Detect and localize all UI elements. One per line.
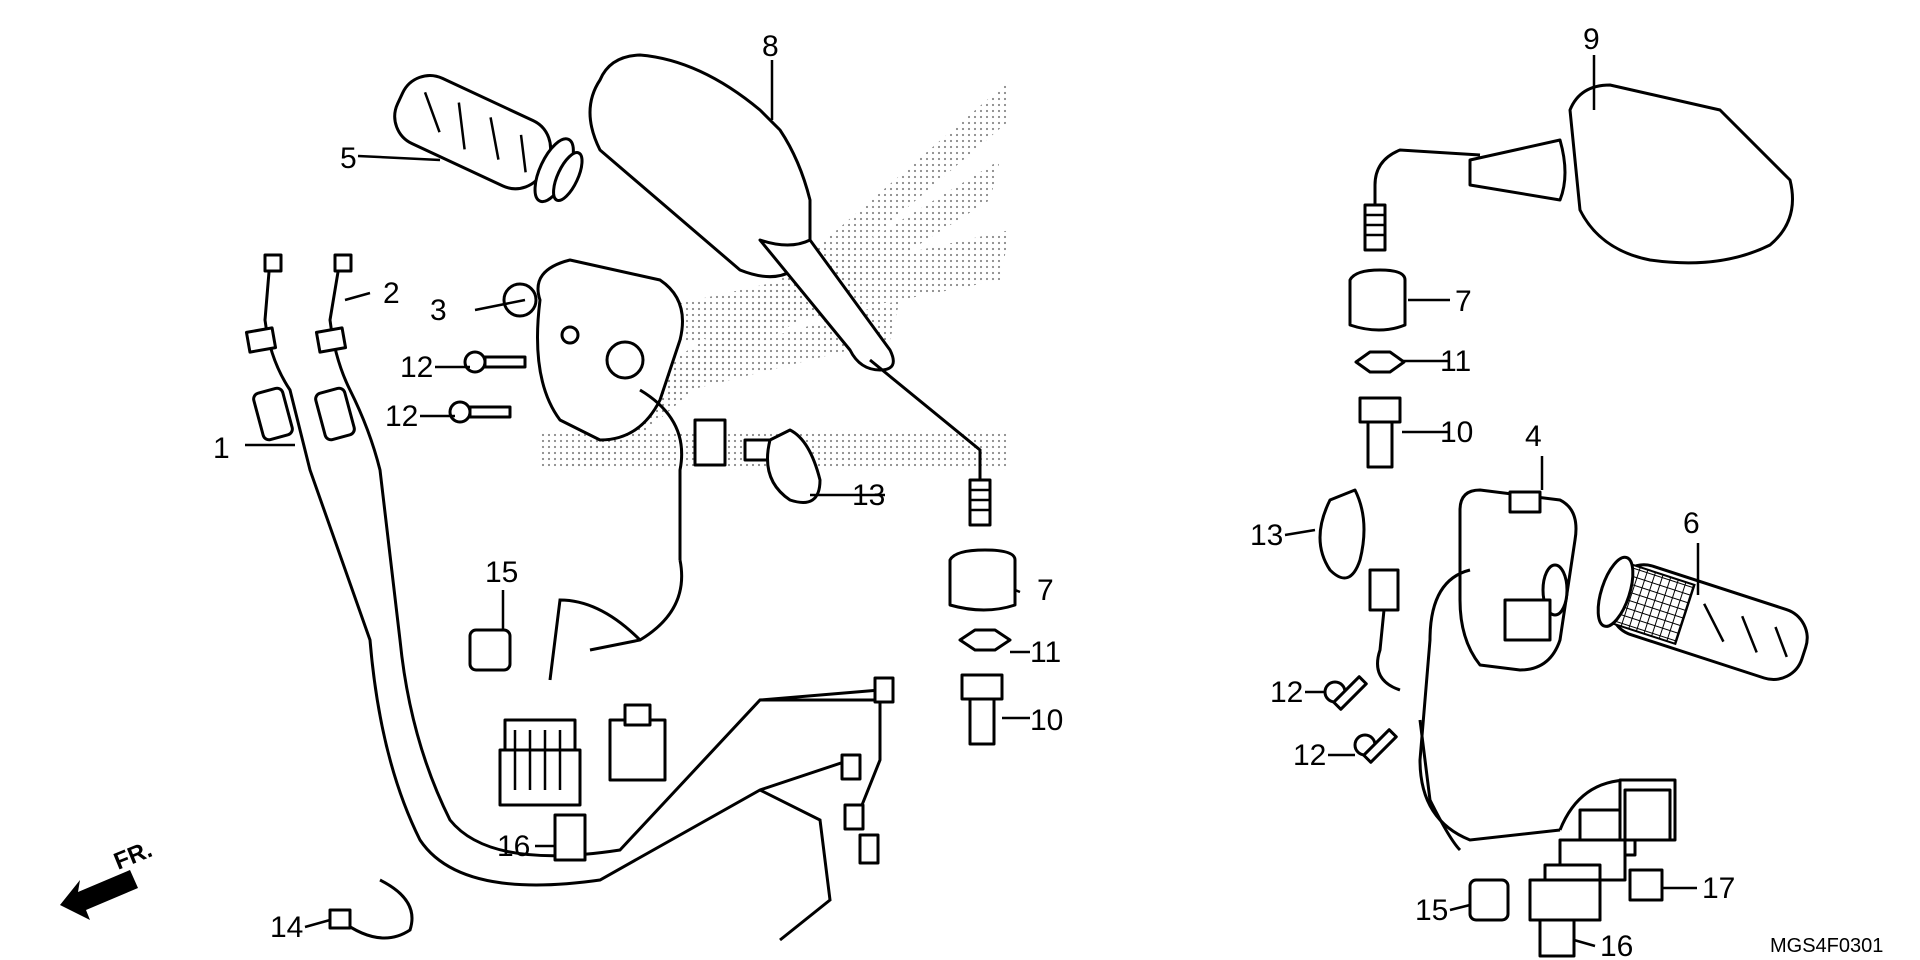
- right-handlebar-switch: [1458, 488, 1578, 672]
- right-screws: [1323, 675, 1398, 764]
- right-grip: [1596, 555, 1809, 681]
- callout-11-right: 11: [1440, 345, 1471, 378]
- callout-12-right-top: 12: [1270, 676, 1303, 709]
- callout-17: 17: [1702, 872, 1735, 905]
- callout-14: 14: [270, 911, 303, 944]
- callout-12-left-bottom: 12: [385, 400, 418, 433]
- callout-8: 8: [762, 30, 779, 63]
- right-small-connector: [1628, 868, 1664, 902]
- callout-5: 5: [340, 142, 357, 175]
- callout-4: 4: [1525, 420, 1542, 453]
- callout-1: 1: [213, 432, 230, 465]
- front-direction-arrow: FR.: [60, 836, 156, 920]
- callout-6-right: 6: [1683, 507, 1700, 540]
- callout-2: 2: [383, 277, 400, 310]
- right-connector-cover: [1538, 918, 1576, 958]
- callout-7-left: 7: [1037, 574, 1054, 607]
- left-harness-connectors: [498, 418, 772, 807]
- throttle-cables: [244, 253, 895, 942]
- left-screws: [448, 350, 527, 424]
- right-mirror: [1363, 83, 1794, 265]
- callouts: 1 2 3 4 5 6 7 7 8 9 10 10 11 11 12 12 12…: [213, 23, 1735, 960]
- callout-11-left: 11: [1030, 636, 1061, 669]
- drawing-code: MGS4F0301: [1770, 935, 1883, 957]
- callout-15-left: 15: [485, 556, 518, 589]
- cable-tie: [339, 878, 414, 940]
- direction-label: FR.: [110, 836, 156, 876]
- callout-16-right: 16: [1600, 930, 1633, 960]
- right-harness: [1368, 568, 1677, 922]
- leader-lines: [245, 55, 1700, 948]
- callout-13-left: 13: [852, 479, 885, 512]
- left-clip: [468, 628, 512, 672]
- callout-3: 3: [430, 294, 447, 327]
- left-connector-cover: [553, 813, 587, 862]
- callout-9: 9: [1583, 23, 1600, 56]
- callout-10-right: 10: [1440, 416, 1473, 449]
- left-mirror: [588, 53, 992, 527]
- callout-7-right: 7: [1455, 285, 1472, 318]
- right-clip: [1468, 878, 1510, 922]
- callout-10-left: 10: [1030, 704, 1063, 737]
- callout-12-left-top: 12: [400, 351, 433, 384]
- callout-12-right-bottom: 12: [1293, 739, 1326, 772]
- callout-15-right: 15: [1415, 894, 1448, 927]
- left-clamp: [766, 428, 822, 504]
- left-mirror-hardware: [948, 548, 1017, 746]
- callout-13-right: 13: [1250, 519, 1283, 552]
- callout-16-left: 16: [497, 830, 530, 863]
- right-clamp: [1318, 488, 1366, 580]
- right-mirror-hardware: [1348, 268, 1407, 469]
- left-grip: [393, 74, 584, 204]
